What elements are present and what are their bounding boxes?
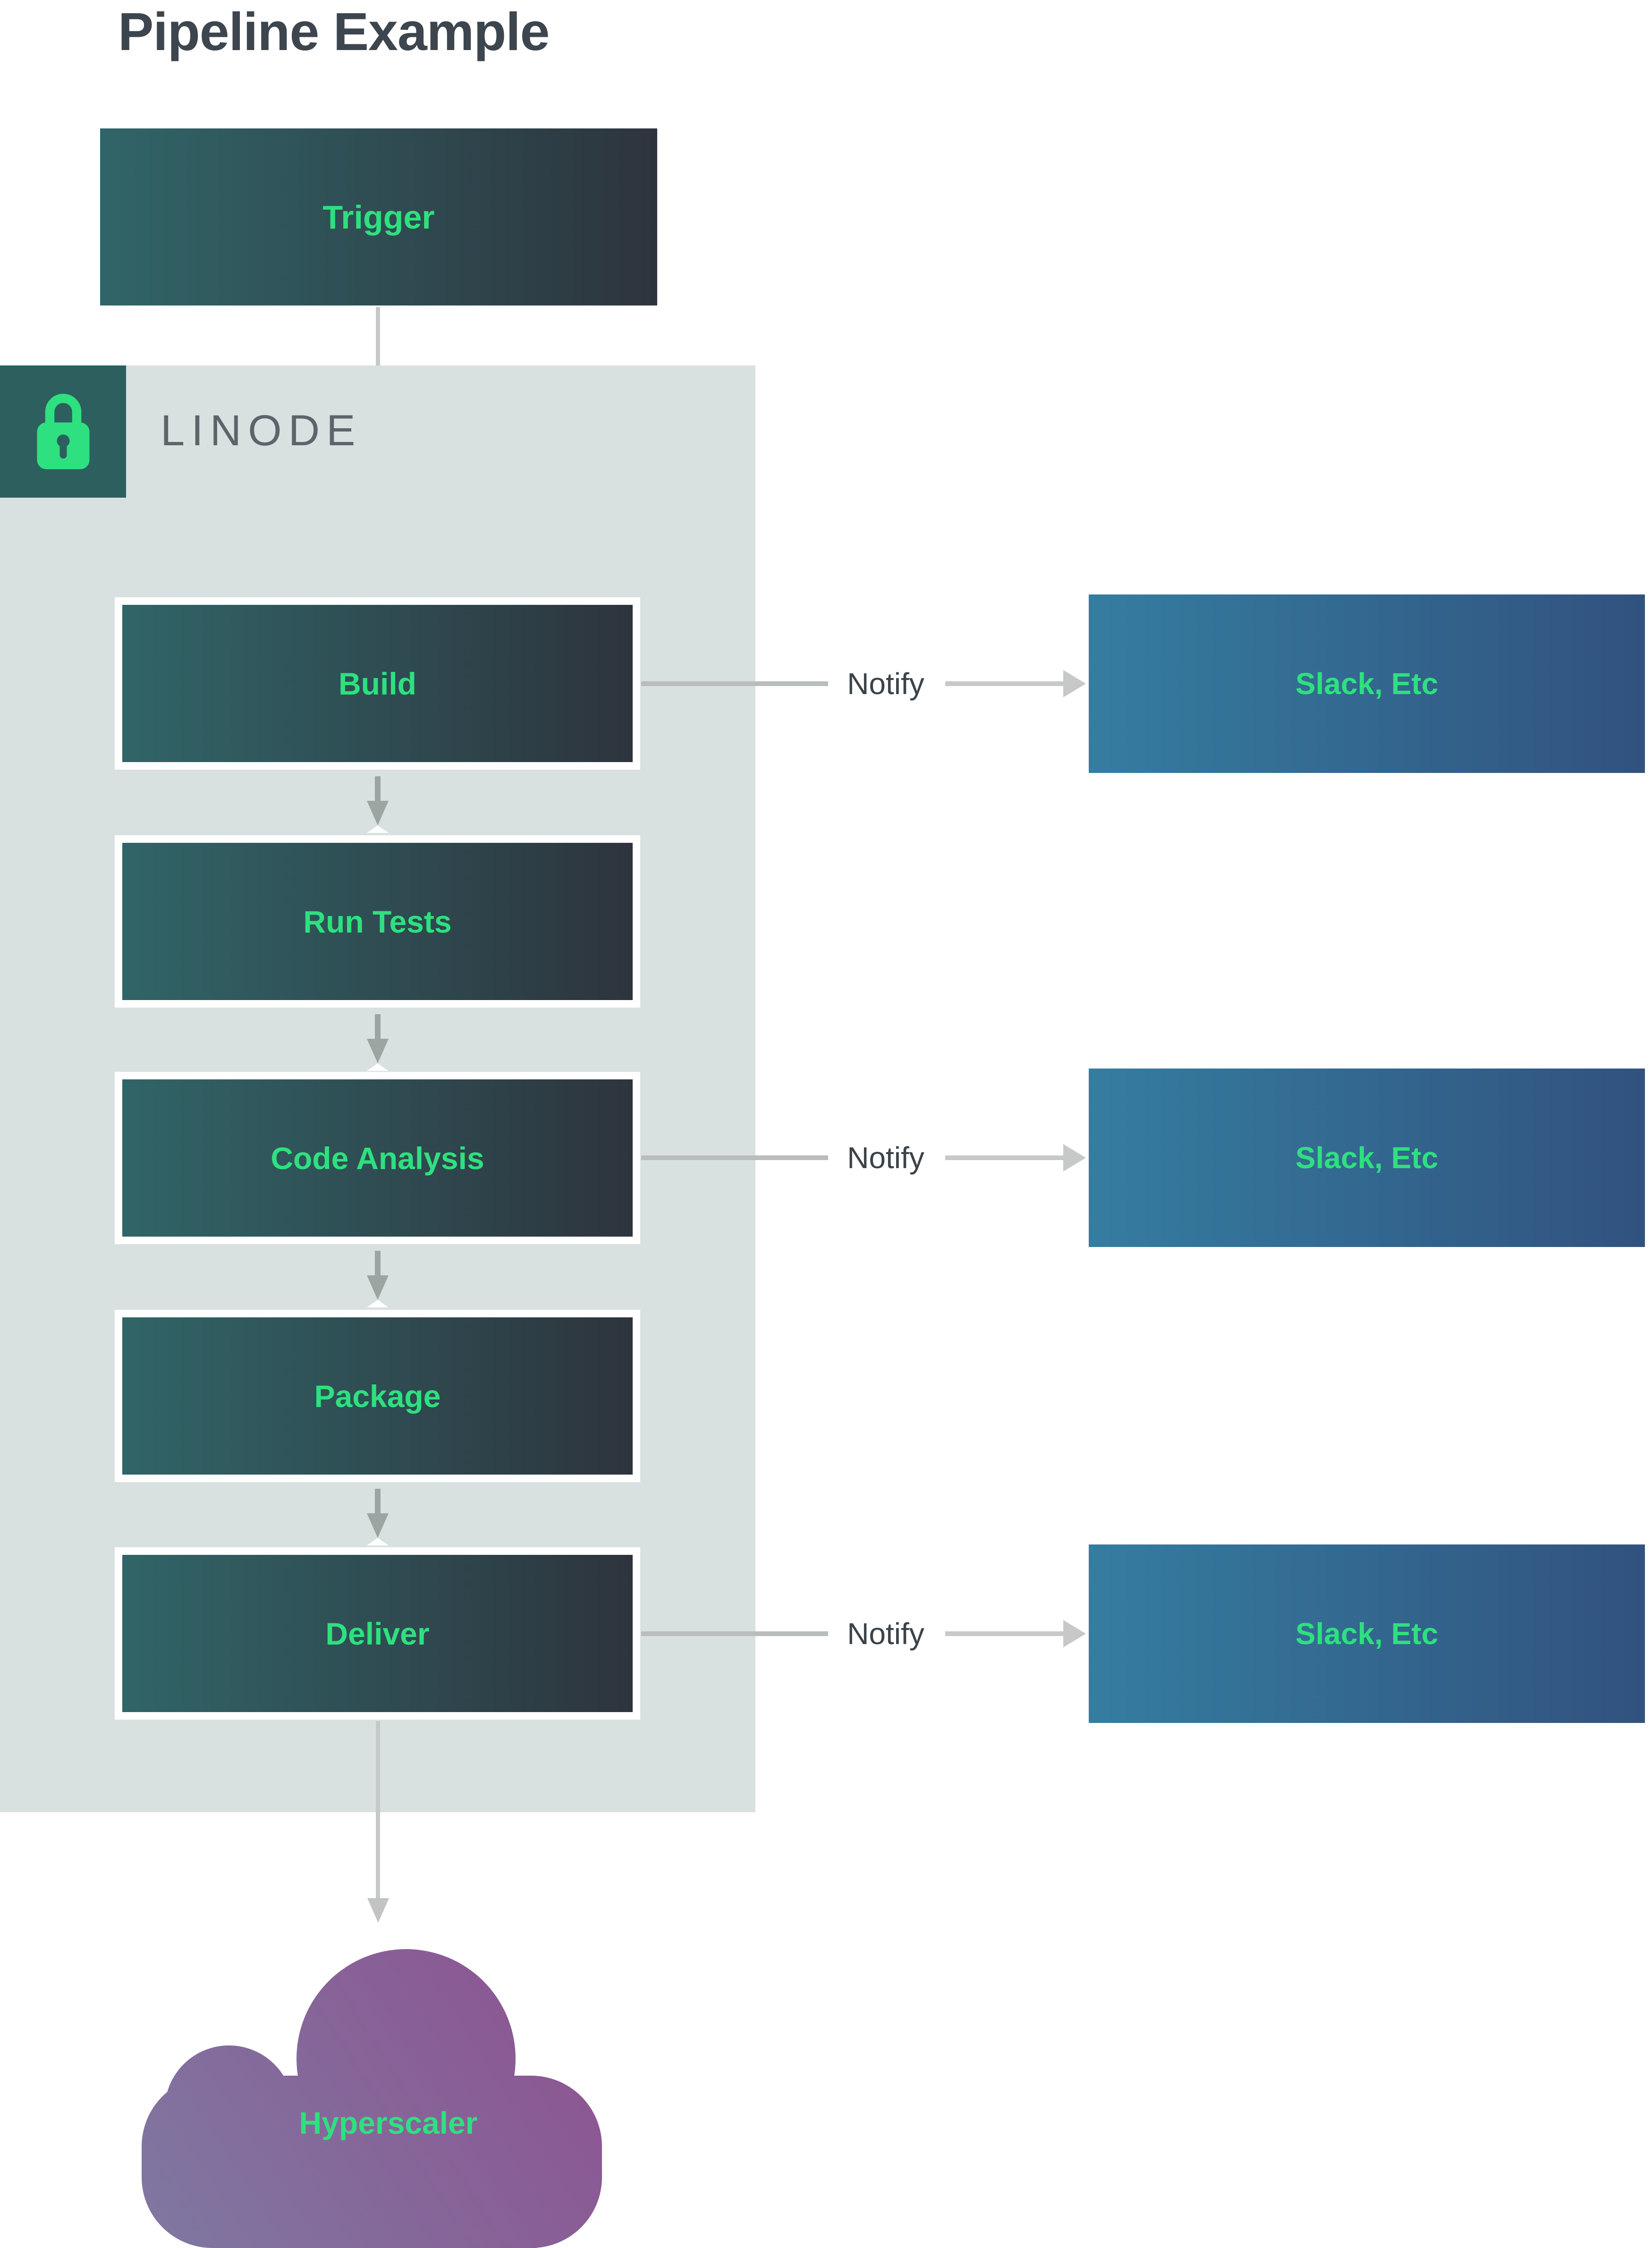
notify-arrow-line bbox=[945, 681, 1064, 686]
lock-tile bbox=[0, 365, 126, 498]
notify-arrow-line bbox=[945, 1631, 1064, 1636]
stage-box-build: Build bbox=[115, 597, 640, 770]
stage-label: Code Analysis bbox=[271, 1140, 484, 1176]
slack-box-code-analysis: Slack, Etc bbox=[1089, 1069, 1645, 1247]
arrowhead-right-icon bbox=[1063, 1620, 1086, 1647]
slack-label: Slack, Etc bbox=[1295, 667, 1439, 701]
stage-box-run-tests: Run Tests bbox=[115, 835, 640, 1008]
arrowhead-right-icon bbox=[1063, 670, 1086, 697]
trigger-label: Trigger bbox=[322, 198, 435, 236]
hyperscaler-cloud: Hyperscaler bbox=[142, 1949, 609, 2248]
stage-box-code-analysis: Code Analysis bbox=[115, 1072, 640, 1244]
stage-label: Run Tests bbox=[303, 904, 452, 939]
arrow-line bbox=[376, 1721, 380, 1900]
notify-label: Notify bbox=[847, 1141, 924, 1175]
notify-label: Notify bbox=[847, 667, 924, 701]
notify-connector-line bbox=[641, 1631, 828, 1636]
stage-label: Deliver bbox=[325, 1616, 430, 1651]
arrow-line bbox=[375, 1251, 381, 1280]
trigger-box: Trigger bbox=[100, 128, 657, 305]
arrow-line bbox=[375, 776, 381, 806]
stage-label: Build bbox=[339, 666, 416, 701]
stage-label: Package bbox=[314, 1378, 441, 1414]
lock-icon bbox=[28, 386, 99, 478]
arrowhead-right-icon bbox=[1063, 1144, 1086, 1171]
arrowhead-down-icon bbox=[367, 1039, 389, 1071]
notify-connector-line bbox=[641, 1155, 828, 1160]
notify-connector-line bbox=[641, 681, 828, 686]
page-title: Pipeline Example bbox=[118, 2, 550, 61]
slack-box-deliver: Slack, Etc bbox=[1089, 1544, 1645, 1723]
arrowhead-down-icon bbox=[367, 1275, 389, 1307]
arrowhead-down-icon bbox=[367, 801, 389, 833]
notify-label: Notify bbox=[847, 1617, 924, 1651]
slack-label: Slack, Etc bbox=[1295, 1141, 1439, 1175]
stage-box-package: Package bbox=[115, 1310, 640, 1482]
notify-arrow-line bbox=[945, 1155, 1064, 1160]
arrow-line bbox=[375, 1489, 381, 1518]
linode-label: LINODE bbox=[161, 406, 362, 455]
hyperscaler-label: Hyperscaler bbox=[299, 2105, 478, 2140]
slack-label: Slack, Etc bbox=[1295, 1617, 1439, 1651]
arrow-line bbox=[375, 1014, 381, 1043]
arrowhead-down-icon bbox=[367, 1513, 389, 1545]
arrowhead-down-icon bbox=[367, 1898, 389, 1923]
stage-box-deliver: Deliver bbox=[115, 1547, 640, 1720]
slack-box-build: Slack, Etc bbox=[1089, 594, 1645, 773]
